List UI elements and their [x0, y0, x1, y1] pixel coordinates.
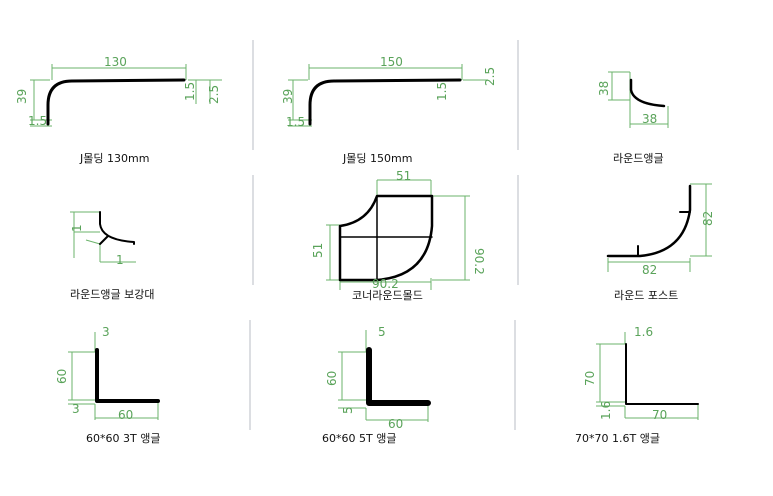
profile-shape	[95, 348, 160, 403]
dim-thickness-top: 5	[378, 325, 386, 339]
dim-width: 130	[104, 55, 127, 69]
dim-width: 38	[642, 112, 657, 126]
dim-bottom-width: 90.2	[372, 277, 399, 291]
profile-shape	[625, 343, 699, 405]
panel-angle-60x60-3t: 3 60 3 60 60*60 3T 앵글	[55, 325, 160, 445]
dim-width: 60	[118, 408, 133, 422]
profile-shape	[366, 347, 431, 406]
dimension-lines	[68, 332, 159, 420]
dimension-lines	[30, 64, 222, 127]
dimension-lines	[607, 183, 712, 272]
caption: 70*70 1.6T 앵글	[575, 432, 660, 445]
dim-height: 39	[281, 89, 295, 104]
caption: 코너라운드몰드	[352, 289, 423, 302]
caption: 60*60 5T 앵글	[322, 432, 396, 445]
dim-left-height: 51	[311, 243, 325, 258]
dim-lip-thickness: 1.5	[183, 82, 197, 101]
dim-height: 82	[701, 211, 715, 226]
profile-shape	[99, 211, 135, 245]
dimension-lines	[70, 211, 136, 263]
inner-shape	[99, 235, 109, 245]
dim-lip-height: 2.5	[483, 67, 497, 86]
profile-shape	[629, 78, 666, 108]
dim-thickness-bottom: 1.6	[599, 401, 613, 420]
profile-shape	[308, 78, 462, 126]
dim-height: 70	[583, 371, 597, 386]
dimension-lines	[288, 64, 488, 127]
profile-shape	[338, 194, 434, 282]
caption: J몰딩 150mm	[342, 152, 412, 165]
dim-height: 60	[325, 371, 339, 386]
dim-height: 60	[55, 369, 69, 384]
dim-width: 70	[652, 408, 667, 422]
profile-shape	[46, 78, 186, 126]
dimension-lines	[338, 330, 429, 422]
dim-thickness: 1.5	[286, 115, 305, 129]
dim-thickness-bottom: 5	[341, 406, 355, 414]
panel-round-angle: 38 38 라운드앵글	[597, 71, 669, 165]
dim-height: 38	[597, 81, 611, 96]
caption: 라운드앵글 보강대	[70, 288, 154, 301]
dim-top-width: 51	[396, 169, 411, 183]
caption: J몰딩 130mm	[79, 152, 149, 165]
dim-lip-height: 2.5	[207, 85, 221, 104]
panel-j-molding-150: 150 39 1.5 1.5 2.5 J몰딩 150mm	[281, 55, 497, 165]
dim-thickness-top: 1.6	[634, 325, 653, 339]
dim-height: 1	[70, 224, 84, 232]
dim-thickness-bottom: 3	[72, 402, 80, 416]
panel-round-angle-reinforcement: 1 1 라운드앵글 보강대	[70, 211, 154, 301]
profile-shape	[606, 184, 692, 258]
dim-thickness-top: 3	[102, 325, 110, 339]
dimension-lines	[326, 179, 470, 290]
dim-width: 60	[388, 417, 403, 431]
dim-width: 82	[642, 263, 657, 277]
panel-j-molding-130: 130 39 1.5 1.5 2.5 J몰딩 130mm	[15, 55, 222, 165]
caption: 60*60 3T 앵글	[86, 432, 160, 445]
dim-width: 1	[116, 253, 124, 267]
dim-height: 39	[15, 89, 29, 104]
dim-thickness: 1.5	[28, 114, 47, 128]
panel-angle-60x60-5t: 5 60 5 60 60*60 5T 앵글	[322, 325, 431, 445]
caption: 라운드 포스트	[614, 289, 678, 302]
separators	[249, 40, 519, 430]
dim-width: 150	[380, 55, 403, 69]
panel-angle-70x70-1-6t: 1.6 70 1.6 70 70*70 1.6T 앵글	[575, 325, 699, 445]
panel-round-post: 82 82 라운드 포스트	[606, 183, 715, 302]
dim-right-height: 90.2	[472, 248, 486, 275]
caption: 라운드앵글	[613, 152, 664, 165]
dimension-lines	[596, 332, 699, 420]
dim-lip-thickness: 1.5	[435, 82, 449, 101]
panel-corner-round-mold: 51 51 90.2 90.2 코너라운드몰드	[311, 169, 486, 302]
